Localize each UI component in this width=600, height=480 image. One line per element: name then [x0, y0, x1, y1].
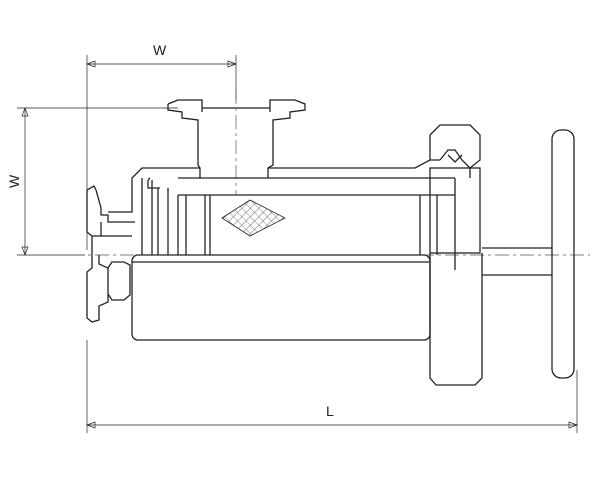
top-outlet-ferrule: [167, 99, 306, 178]
top-width-dimension: W: [86, 42, 237, 250]
left-height-dimension: W: [6, 107, 178, 256]
right-end-cap: [429, 124, 483, 386]
bottom-length-label: L: [326, 403, 334, 419]
left-inlet-ferrule: [86, 185, 135, 255]
top-width-label: W: [153, 42, 167, 58]
center-lines: [70, 90, 590, 256]
strainer-mesh: [221, 199, 286, 237]
strainer-housing: [131, 195, 438, 341]
upper-body: [108, 159, 455, 255]
left-height-label: W: [6, 174, 22, 188]
handwheel: [482, 129, 575, 379]
left-inlet-clamp: [86, 255, 131, 323]
bottom-length-dimension: L: [86, 340, 578, 433]
